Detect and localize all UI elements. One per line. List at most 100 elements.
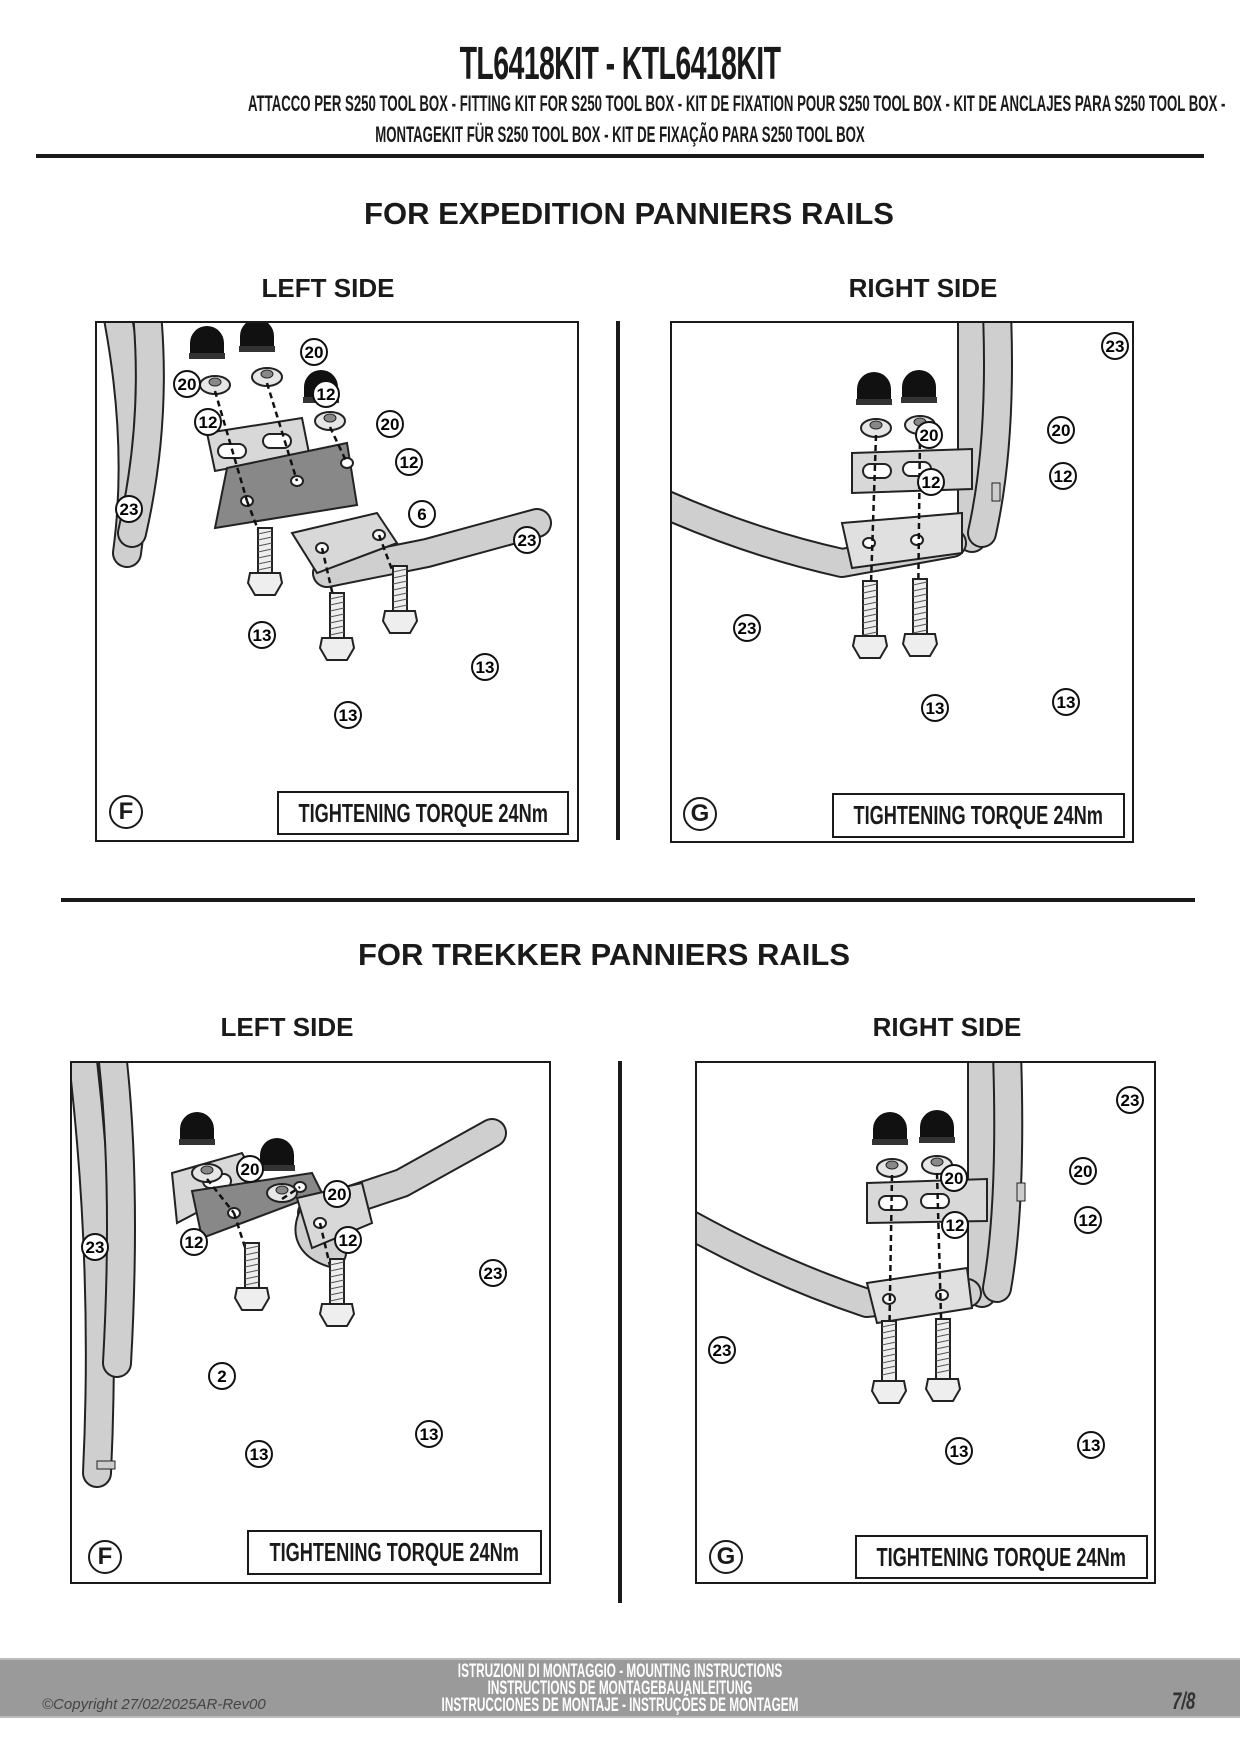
callout-number: 23 (120, 500, 139, 519)
dome-nut-base (901, 397, 937, 403)
subtitle-line-1: ATTACCO PER S250 TOOL BOX - FITTING KIT … (248, 91, 1226, 116)
callout-number: 13 (950, 1442, 969, 1461)
flange-nut-hole (200, 1165, 214, 1175)
bolt-thread (329, 631, 345, 636)
section-title-trekker: FOR TREKKER PANNIERS RAILS (357, 937, 851, 972)
flange-nut-hole (869, 420, 883, 430)
part-number-callout: 13 (1052, 688, 1080, 716)
step-letter-badge: F (88, 1540, 122, 1574)
callout-number: 2 (217, 1367, 226, 1386)
part-number-callout: 20 (236, 1155, 264, 1183)
callout-number: 12 (400, 453, 419, 472)
rail-tube (969, 323, 1011, 546)
bolt-thread (392, 598, 408, 603)
bolt-thread (329, 1267, 345, 1272)
slot-hole (920, 1193, 950, 1209)
torque-label-box: TIGHTENING TORQUE 24Nm (855, 1535, 1148, 1579)
callout-number: 12 (946, 1216, 965, 1235)
dome-nut-base (179, 1139, 215, 1145)
dome-nut-cap (240, 323, 274, 348)
callout-number: 12 (199, 413, 218, 432)
part-number-callout: 23 (513, 526, 541, 554)
bolt-thread (912, 605, 928, 610)
bolt-thread (912, 629, 928, 634)
part-number-callout: 12 (1074, 1206, 1102, 1234)
part-number-callout: 12 (1049, 462, 1077, 490)
bolt-thread (862, 613, 878, 618)
callout-circle (323, 1180, 351, 1208)
callout-number: 23 (484, 1264, 503, 1283)
page-number: 7/8 (1171, 1688, 1195, 1715)
callout-number: 13 (476, 658, 495, 677)
part-number-callout: 6 (408, 500, 436, 528)
bolt-thread (862, 595, 878, 600)
part-number-callout: 20 (323, 1180, 351, 1208)
callout-circle (917, 468, 945, 496)
part-number-callout: 23 (1116, 1086, 1144, 1114)
part-number-callout: 12 (312, 380, 340, 408)
callout-number: 13 (1057, 693, 1076, 712)
dome-nut-cap (180, 1112, 214, 1141)
part-number-callout: 12 (180, 1228, 208, 1256)
dome-nut-cap (920, 1110, 954, 1139)
rail-tube (672, 493, 965, 576)
callout-circle (334, 1226, 362, 1254)
bolt-thread (329, 607, 345, 612)
callout-number: 12 (339, 1231, 358, 1250)
callout-circle (408, 500, 436, 528)
bolt-thread (912, 599, 928, 604)
part-number-callout: 12 (395, 448, 423, 476)
assembly-axis-line (213, 390, 249, 502)
bolt-thread (257, 566, 273, 571)
callout-number: 20 (305, 343, 324, 362)
bolt-thread (862, 589, 878, 594)
bolt-hole (340, 457, 354, 469)
assembly-axis-line (265, 382, 299, 482)
part-number-callout: 23 (479, 1259, 507, 1287)
bolt-thread (881, 1353, 897, 1358)
footer-bar: ISTRUZIONI DI MONTAGGIO - MOUNTING INSTR… (0, 1658, 1240, 1718)
bolt-thread (912, 611, 928, 616)
torque-label: TIGHTENING TORQUE 24Nm (298, 797, 548, 828)
bolt-thread (935, 1369, 951, 1374)
callout-circle (1074, 1206, 1102, 1234)
part-number-callout: 2 (208, 1362, 236, 1390)
callout-circle (194, 408, 222, 436)
callout-circle (940, 1164, 968, 1192)
callout-number: 23 (86, 1238, 105, 1257)
bolt-thread (329, 1273, 345, 1278)
bolt-thread (862, 619, 878, 624)
bolt-thread (392, 604, 408, 609)
callout-circle (915, 421, 943, 449)
part-number-callout: 23 (733, 614, 761, 642)
bolt-thread (392, 586, 408, 591)
section-title-expedition: FOR EXPEDITION PANNIERS RAILS (364, 196, 894, 231)
callout-number: 13 (926, 699, 945, 718)
callout-number: 20 (328, 1185, 347, 1204)
callout-number: 23 (1106, 337, 1125, 356)
callout-number: 23 (738, 619, 757, 638)
callout-number: 20 (1074, 1162, 1093, 1181)
bolt-thread (257, 536, 273, 541)
callout-circle (334, 701, 362, 729)
bolt-thread (244, 1245, 260, 1250)
bolt-head (870, 1380, 908, 1404)
part-number-callout: 23 (708, 1336, 736, 1364)
section-rule (61, 898, 1195, 902)
footer-line-3: INSTRUCCIONES DE MONTAJE - INSTRUÇÕES DE… (441, 1695, 799, 1716)
callout-number: 20 (920, 426, 939, 445)
part-number-callout: 12 (194, 408, 222, 436)
bolt-head (318, 1303, 356, 1327)
bolt-thread (862, 583, 878, 588)
callout-circle (733, 614, 761, 642)
callout-number: 23 (713, 1341, 732, 1360)
bolt-thread (244, 1251, 260, 1256)
spacer-plate (213, 441, 359, 530)
bolt-hole (910, 534, 924, 546)
copyright: ©Copyright 27/02/2025AR-Rev00 (42, 1696, 266, 1713)
callout-circle (1101, 332, 1129, 360)
bolt-thread (935, 1357, 951, 1362)
callout-number: 6 (417, 505, 426, 524)
